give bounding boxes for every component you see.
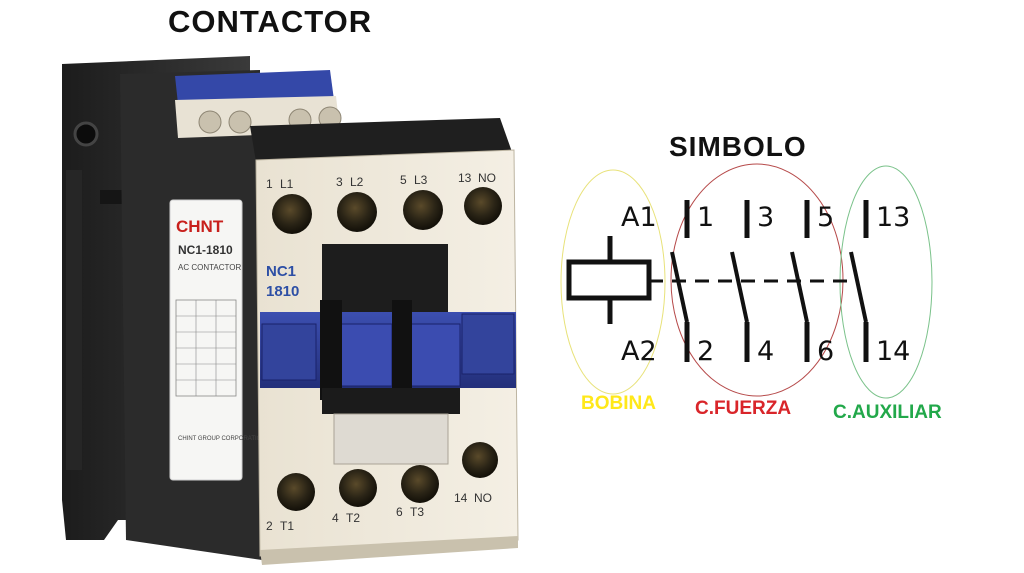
terminal-hole-2 bbox=[277, 473, 315, 511]
terminal-label-4: 4 bbox=[757, 336, 774, 367]
mark-3: 3 bbox=[336, 175, 343, 189]
fuerza-label: C.FUERZA bbox=[695, 398, 792, 419]
mark-l2: L2 bbox=[350, 175, 364, 189]
symbol-diagram: A1 A2 1 3 5 13 2 4 6 14 bbox=[560, 163, 933, 399]
mark-l1: L1 bbox=[280, 177, 294, 191]
terminal-hole-4 bbox=[339, 469, 377, 507]
contactor-title: CONTACTOR bbox=[168, 4, 373, 39]
contact-1-2 bbox=[670, 200, 690, 362]
mark-t1: T1 bbox=[280, 519, 294, 533]
terminal-label-5: 5 bbox=[817, 202, 834, 233]
mechanism-post-left bbox=[320, 300, 342, 400]
mechanism-post-right bbox=[392, 300, 412, 400]
mark-t2: T2 bbox=[346, 511, 360, 525]
label-table bbox=[175, 299, 237, 397]
top-ridge bbox=[250, 118, 512, 162]
terminal-label-a1: A1 bbox=[621, 202, 657, 233]
brand-text: CHNT bbox=[176, 217, 224, 236]
contact-3-4 bbox=[730, 200, 750, 362]
bottom-ridge bbox=[260, 536, 518, 565]
blue-block-3 bbox=[409, 323, 461, 387]
contact-5-6 bbox=[790, 200, 810, 362]
terminal-label-2: 2 bbox=[697, 336, 714, 367]
top-screw-2 bbox=[228, 110, 252, 134]
terminal-label-3: 3 bbox=[757, 202, 774, 233]
mark-4: 4 bbox=[332, 511, 339, 525]
terminal-hole-3 bbox=[337, 192, 377, 232]
terminal-label-14: 14 bbox=[876, 336, 910, 367]
footer-text: CHINT GROUP CORPORATION bbox=[178, 436, 266, 442]
mark-no-top: NO bbox=[478, 171, 496, 185]
terminal-hole-14 bbox=[462, 442, 498, 478]
terminal-label-a2: A2 bbox=[621, 336, 657, 367]
mark-14: 14 bbox=[454, 491, 468, 505]
top-terminal-marks: 1 L1 3 L2 5 L3 13 NO bbox=[266, 171, 496, 191]
mark-t3: T3 bbox=[410, 505, 424, 519]
contact-13-14 bbox=[849, 200, 869, 362]
frame-rib bbox=[66, 170, 82, 470]
mark-6: 6 bbox=[396, 505, 403, 519]
mechanism-top bbox=[322, 244, 448, 312]
bobina-group-circle bbox=[560, 169, 666, 395]
top-screw-a1 bbox=[198, 110, 222, 134]
top-blue-strip bbox=[175, 70, 334, 104]
terminal-hole-5 bbox=[403, 190, 443, 230]
mount-hole-top bbox=[73, 121, 99, 147]
marker-plate bbox=[333, 413, 449, 465]
blue-block-1 bbox=[261, 323, 317, 381]
mechanism-bottom bbox=[322, 388, 460, 414]
contactor-device: CHNT NC1-1810 AC CONTACTOR CHINT GROUP C… bbox=[62, 56, 519, 565]
auxiliar-label: C.AUXILIAR bbox=[833, 402, 942, 423]
terminal-label-13: 13 bbox=[876, 202, 910, 233]
mark-no-bottom: NO bbox=[474, 491, 492, 505]
blue-block-4 bbox=[461, 313, 515, 375]
mark-2: 2 bbox=[266, 519, 273, 533]
mark-13: 13 bbox=[458, 171, 472, 185]
terminal-label-6: 6 bbox=[817, 336, 834, 367]
bobina-label: BOBINA bbox=[581, 393, 656, 414]
product-text: AC CONTACTOR bbox=[178, 263, 241, 272]
coil-symbol bbox=[566, 259, 652, 301]
terminal-hole-6 bbox=[401, 465, 439, 503]
terminal-label-1: 1 bbox=[697, 202, 714, 233]
simbolo-title: SIMBOLO bbox=[669, 131, 807, 162]
front-model-line2: 1810 bbox=[266, 283, 299, 300]
model-text: NC1-1810 bbox=[178, 243, 233, 257]
blue-block-2 bbox=[335, 323, 393, 387]
side-label bbox=[169, 199, 243, 481]
mark-5: 5 bbox=[400, 173, 407, 187]
terminal-hole-1 bbox=[272, 194, 312, 234]
mark-l3: L3 bbox=[414, 173, 428, 187]
terminal-hole-13 bbox=[464, 187, 502, 225]
bottom-terminal-marks: 2 T1 4 T2 6 T3 14 NO bbox=[266, 491, 492, 533]
front-model-line1: NC1 bbox=[266, 263, 296, 280]
mark-1: 1 bbox=[266, 177, 273, 191]
